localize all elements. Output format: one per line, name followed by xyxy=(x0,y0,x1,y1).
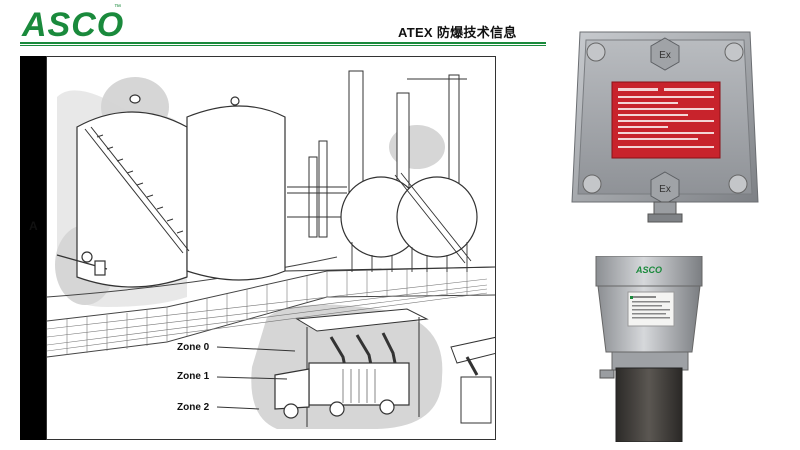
truck-wheel-1 xyxy=(283,403,299,419)
second-canopy xyxy=(450,336,495,364)
coil-brand-text: ASCO xyxy=(635,265,662,275)
pipe-rack xyxy=(287,78,467,218)
explosion-proof-enclosure-photo: Ex Ex xyxy=(571,31,759,223)
plant-drawing xyxy=(47,70,495,429)
header-divider xyxy=(20,42,546,44)
sphere-tank-right xyxy=(396,176,478,258)
valve-actuator-icon xyxy=(81,251,93,263)
svg-text:Ex: Ex xyxy=(659,184,671,195)
storage-tank-middle xyxy=(186,105,286,281)
coil-screw xyxy=(599,369,615,379)
bolt-top-right-icon xyxy=(724,42,744,62)
bolt-bottom-right-icon xyxy=(728,174,748,194)
zone-2-leader xyxy=(216,406,260,410)
asco-logo: ASCO xyxy=(21,6,124,42)
zone-0-leader xyxy=(216,346,296,352)
second-loading-arm xyxy=(465,356,479,376)
sphere-legs xyxy=(351,172,472,272)
valve-base xyxy=(615,367,683,442)
distillation-column-5 xyxy=(318,140,328,238)
logo-text: ASCO xyxy=(21,6,124,42)
hazardous-area-illustration: Zone 0 Zone 1 Zone 2 xyxy=(46,56,496,440)
page-title: ATEX 防爆技术信息 xyxy=(398,25,517,40)
nameplate-lines xyxy=(618,88,714,148)
truck-wheel-2 xyxy=(329,401,345,417)
bolt-top-left-icon xyxy=(586,42,606,62)
section-sidebar xyxy=(20,56,46,440)
cable-gland-nut xyxy=(647,213,683,223)
valve-body-icon xyxy=(94,260,106,276)
storage-tank-left xyxy=(76,111,188,288)
zone-1-leader xyxy=(216,376,288,380)
tank-left-roof-hatch xyxy=(129,94,141,104)
ex-badge-top-icon: Ex xyxy=(650,37,680,71)
truck-grille xyxy=(342,369,376,403)
coil-top-cap xyxy=(595,256,703,287)
fence-mesh xyxy=(47,268,488,355)
coil-neck xyxy=(611,351,689,371)
section-letter: A xyxy=(29,219,38,233)
svg-text:Ex: Ex xyxy=(659,50,671,61)
coil-label-lines xyxy=(632,296,670,319)
trademark-icon: ™ xyxy=(114,4,121,11)
zone-2-label: Zone 2 xyxy=(177,402,210,413)
header-divider-thin xyxy=(20,45,546,46)
second-pump xyxy=(460,376,492,424)
tanker-truck-cab xyxy=(274,368,310,410)
tank-middle-roof-hatch xyxy=(230,96,240,106)
loading-canopy xyxy=(295,308,429,332)
distillation-column-4 xyxy=(308,156,318,238)
explosion-proof-coil-photo: ASCO xyxy=(595,256,703,442)
tank-stairs xyxy=(84,126,190,254)
bolt-bottom-left-icon xyxy=(582,174,602,194)
fence-rear xyxy=(284,266,495,272)
road-edge xyxy=(47,256,338,298)
zone-1-label: Zone 1 xyxy=(177,371,210,382)
truck-wheel-3 xyxy=(379,399,395,415)
zone-0-label: Zone 0 xyxy=(177,342,210,353)
coil-green-mark xyxy=(630,296,633,299)
